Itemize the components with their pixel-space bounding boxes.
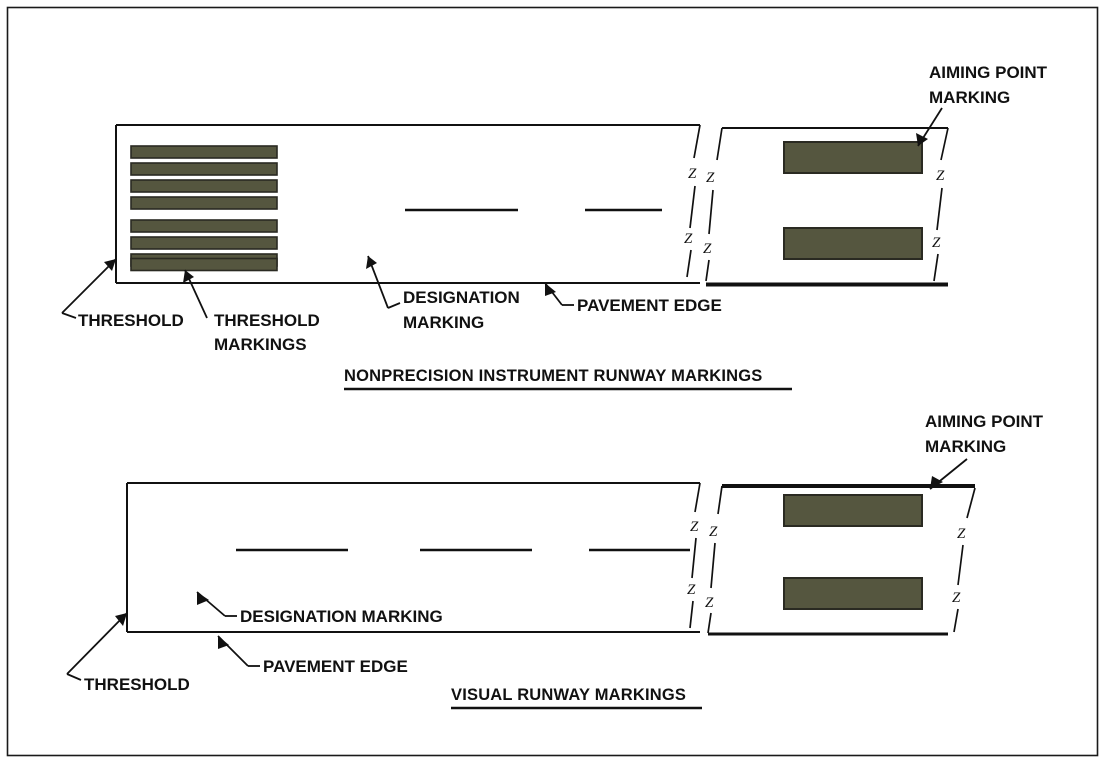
break-z-glyph: Z (684, 231, 693, 247)
aiming-point-markings-nonprecision (783, 141, 923, 260)
page-border (6, 6, 1099, 757)
label-threshold-markings-line1: THRESHOLD (214, 311, 320, 330)
break-z-glyph: Z (936, 168, 945, 184)
label-aiming-point-visual-line2: MARKING (925, 437, 1006, 456)
break-z-glyph: Z (703, 241, 712, 257)
threshold-bar (130, 145, 278, 159)
break-z-glyph: Z (952, 590, 961, 606)
break-mark-far-right-visual: Z Z (952, 487, 976, 633)
threshold-bar (130, 236, 278, 250)
title-visual: VISUAL RUNWAY MARKINGS (451, 686, 686, 704)
break-mark-left-nonprecision: Z Z (684, 124, 701, 284)
arrowhead-threshold-markings (183, 270, 194, 283)
leader-threshold-visual (66, 612, 128, 675)
arrowhead-threshold-nonprecision (104, 259, 116, 271)
threshold-bar (130, 196, 278, 210)
arrowhead-threshold-visual (115, 613, 127, 626)
arrowhead-pavement-edge-nonprecision (545, 283, 556, 296)
break-z-glyph: Z (705, 595, 714, 611)
break-mark-right-visual: Z Z (705, 485, 723, 634)
runway-outline-left-nonprecision (115, 124, 700, 284)
break-z-glyph: Z (709, 524, 718, 540)
leader-threshold-nonprecision (61, 258, 117, 314)
arrowhead-aiming-point-nonprecision (916, 133, 928, 146)
threshold-markings-group-nonprecision (130, 145, 278, 272)
label-aiming-point-line1: AIMING POINT (929, 63, 1048, 82)
threshold-bar (130, 257, 278, 272)
break-z-glyph: Z (690, 519, 699, 535)
aiming-point-bar (783, 494, 923, 527)
threshold-bar (130, 219, 278, 233)
aiming-point-bar (783, 577, 923, 610)
break-z-glyph: Z (932, 235, 941, 251)
arrowhead-aiming-point-visual (930, 476, 943, 489)
label-designation-line2: MARKING (403, 313, 484, 332)
visual-runway-diagram: Z Z Z Z Z Z (66, 412, 1044, 710)
break-z-glyph: Z (706, 170, 715, 186)
break-z-glyph: Z (957, 526, 966, 542)
arrowhead-designation-nonprecision (366, 256, 377, 269)
arrowhead-pavement-edge-visual (218, 636, 229, 649)
break-z-glyph: Z (688, 166, 697, 182)
label-pavement-edge-visual: PAVEMENT EDGE (263, 657, 408, 676)
label-threshold-nonprecision: THRESHOLD (78, 311, 184, 330)
aiming-point-bar (783, 227, 923, 260)
break-mark-left-visual: Z Z (687, 482, 701, 629)
threshold-bar (130, 179, 278, 193)
threshold-bar (130, 162, 278, 176)
aiming-point-bar (783, 141, 923, 174)
label-pavement-edge-nonprecision: PAVEMENT EDGE (577, 296, 722, 315)
runway-outline-left-visual (126, 482, 700, 633)
break-z-glyph: Z (687, 582, 696, 598)
label-threshold-visual: THRESHOLD (84, 675, 190, 694)
label-designation-visual: DESIGNATION MARKING (240, 607, 443, 626)
arrowhead-designation-visual (197, 592, 209, 605)
aiming-point-markings-visual (783, 494, 923, 610)
nonprecision-runway-diagram: Z Z Z Z Z Z (61, 63, 1048, 391)
label-designation-line1: DESIGNATION (403, 288, 520, 307)
title-nonprecision: NONPRECISION INSTRUMENT RUNWAY MARKINGS (344, 367, 763, 385)
break-mark-right-nonprecision: Z Z (703, 127, 723, 282)
label-threshold-markings-line2: MARKINGS (214, 335, 307, 354)
label-aiming-point-visual-line1: AIMING POINT (925, 412, 1044, 431)
label-aiming-point-line2: MARKING (929, 88, 1010, 107)
break-mark-far-right-nonprecision: Z Z (932, 127, 949, 282)
